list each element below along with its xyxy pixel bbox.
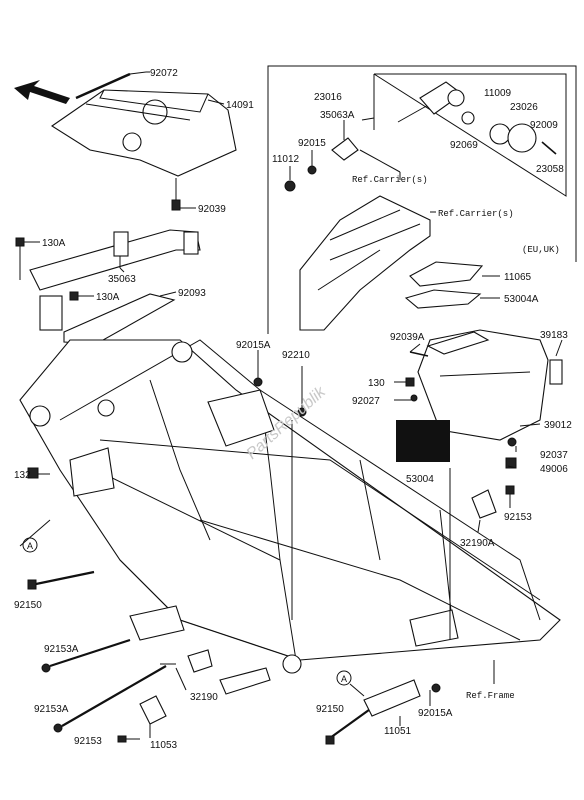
nut-92015A-upper: [253, 377, 263, 387]
screw-130: [405, 377, 415, 387]
label-11051: 11051: [384, 726, 412, 737]
label-11012: 11012: [272, 154, 300, 165]
plate-11065: [409, 261, 484, 287]
label-35063A: 35063A: [320, 110, 355, 121]
bracket-92093: [63, 293, 176, 345]
label-23058: 23058: [536, 164, 564, 175]
label-92015A-lower: 92015A: [418, 708, 453, 719]
taillight-assembly-box: [267, 65, 577, 334]
bolt-92153A-upper: [41, 638, 131, 673]
leader-lines: [19, 71, 563, 738]
label-32190: 32190: [190, 692, 218, 703]
label-92039: 92039: [198, 204, 226, 215]
label-14091: 14091: [226, 100, 254, 111]
label-92150-right: 92150: [316, 704, 344, 715]
toolbox-39012: [417, 329, 549, 441]
label-92069: 92069: [450, 140, 478, 151]
bolt-92150-left: [27, 570, 95, 590]
label-92210: 92210: [282, 350, 310, 361]
label-92015: 92015: [298, 138, 326, 149]
label-92039A: 92039A: [390, 332, 425, 343]
label-11065: 11065: [504, 272, 532, 283]
mount-bracket: [39, 295, 63, 331]
label-39012: 39012: [544, 420, 572, 431]
label-23026: 23026: [510, 102, 538, 113]
callout-a-left: [22, 537, 38, 553]
label-53004: 53004: [406, 474, 434, 485]
front-direction-arrow-icon: [14, 80, 70, 104]
nut-92015: [307, 165, 317, 175]
label-39183: 39183: [540, 330, 568, 341]
bolt-92153-lower: [117, 735, 140, 743]
label-92093: 92093: [178, 288, 206, 299]
screw-92009: [541, 141, 557, 155]
label-132: 132: [14, 470, 31, 481]
washer-92027: [410, 394, 418, 402]
label-92153A-lower: 92153A: [34, 704, 69, 715]
main-frame: [19, 339, 561, 695]
label-49006: 49006: [540, 464, 568, 475]
label-92153A-upper: 92153A: [44, 644, 79, 655]
frame-cover-14091: [51, 89, 237, 177]
label-92027: 92027: [352, 396, 380, 407]
label-53004: [396, 420, 450, 462]
label-ref-frame: Ref.Frame: [466, 691, 515, 701]
label-11009: 11009: [484, 88, 512, 99]
bracket-11053: [139, 695, 167, 725]
ring-11009: [489, 123, 511, 145]
bracket-39183: [549, 359, 563, 385]
bulb-92069: [461, 111, 475, 125]
label-130: 130: [368, 378, 385, 389]
label-92037: 92037: [540, 450, 568, 461]
bolt-92153-right: [505, 485, 515, 495]
label-32190A: 32190A: [460, 538, 495, 549]
label-92150-left: 92150: [14, 600, 42, 611]
strap-92039A: [409, 351, 429, 357]
label-130A-b: 130A: [96, 292, 120, 303]
label-11053: 11053: [150, 740, 178, 751]
bracket-35063: [29, 229, 201, 291]
cap-49006: [505, 457, 517, 469]
nut-92015A-lower: [431, 683, 441, 693]
bracket-11051: [363, 679, 421, 717]
callout-a-right-label: A: [341, 674, 347, 684]
taillight-23016: [397, 81, 465, 123]
bolt-92039: [171, 178, 196, 211]
plate-53004A: [404, 289, 482, 309]
label-23016: 23016: [314, 92, 342, 103]
grommet-92037: [507, 437, 517, 447]
bracket-32190A: [471, 489, 497, 519]
label-92072: 92072: [150, 68, 178, 79]
bracket-32190: [187, 649, 213, 673]
bolt-92153A-lower: [53, 665, 167, 733]
label-ref-carrier-2: Ref.Carrier(s): [438, 209, 514, 219]
callout-a-right: [336, 670, 352, 686]
nut-11012: [284, 180, 296, 192]
lens-23026: [507, 123, 537, 153]
label-eu-uk: (EU,UK): [522, 245, 560, 255]
collar-132: [27, 467, 39, 479]
callout-a-left-label: A: [27, 541, 33, 551]
carrier-reference: [299, 195, 431, 331]
rod-92072: [75, 72, 131, 100]
label-92153-lower: 92153: [74, 736, 102, 747]
label-92015A-upper: 92015A: [236, 340, 271, 351]
label-35063: 35063: [108, 274, 136, 285]
bracket-35063A: [331, 137, 359, 161]
label-53004A: 53004A: [504, 294, 539, 305]
label-130A-a: 130A: [42, 238, 66, 249]
label-92009: 92009: [530, 120, 558, 131]
label-ref-carrier-1: Ref.Carrier(s): [352, 175, 428, 185]
label-92153-right: 92153: [504, 512, 532, 523]
